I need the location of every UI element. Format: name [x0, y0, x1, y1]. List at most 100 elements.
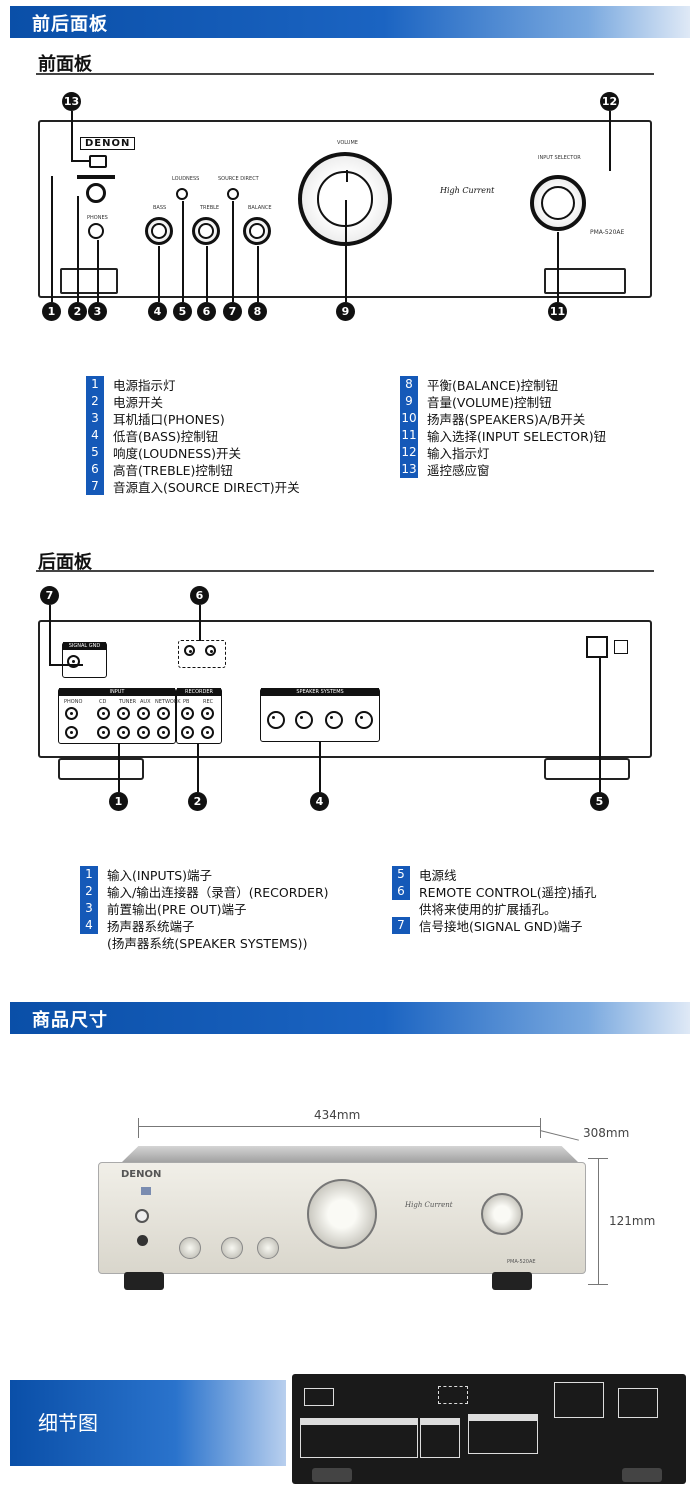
pb-jack-l[interactable] [181, 707, 194, 720]
rear-leader-5 [599, 658, 601, 792]
tuner-jack-r[interactable] [117, 726, 130, 739]
speaker-terminal-3[interactable] [325, 711, 343, 729]
leader-7 [232, 201, 234, 302]
callout-11: 11 [548, 302, 567, 321]
pb-jack-r[interactable] [181, 726, 194, 739]
rear-leader-7b [49, 664, 83, 666]
rear-callout-4: 4 [310, 792, 329, 811]
recorder-label: RECORDER [177, 688, 221, 696]
leader-13b [71, 160, 89, 162]
detail-foot-right [622, 1468, 662, 1482]
leader-2 [77, 196, 79, 302]
power-button[interactable] [86, 183, 106, 203]
signal-gnd-terminal: SIGNAL GND [62, 642, 107, 678]
front-foot-left [60, 268, 118, 294]
width-value: 434mm [314, 1108, 361, 1122]
callout-9: 9 [336, 302, 355, 321]
callout-5: 5 [173, 302, 192, 321]
aux-jack-l[interactable] [137, 707, 150, 720]
speaker-systems-label: SPEAKER SYSTEMS [261, 688, 379, 696]
speaker-terminal-2[interactable] [295, 711, 313, 729]
rear-callout-2: 2 [188, 792, 207, 811]
treble-knob[interactable] [192, 217, 220, 245]
tuner-label: TUNER [119, 699, 137, 705]
amp-top-cover [120, 1146, 580, 1164]
detail-section-banner: 细节图 [10, 1380, 286, 1466]
rear-detail-photo [292, 1374, 686, 1484]
callout-8: 8 [248, 302, 267, 321]
bass-knob[interactable] [145, 217, 173, 245]
amp-photo-model: PMA-520AE [507, 1259, 536, 1265]
speaker-terminal-4[interactable] [355, 711, 373, 729]
depth-value: 308mm [583, 1126, 630, 1140]
remote-in-jack[interactable] [184, 645, 195, 656]
signal-gnd-label: SIGNAL GND [63, 642, 106, 650]
network-jack-l[interactable] [157, 707, 170, 720]
loudness-button[interactable] [176, 188, 188, 200]
cd-jack-l[interactable] [97, 707, 110, 720]
leader-4 [158, 246, 160, 302]
detail-signal-gnd [304, 1388, 334, 1406]
legend-item-continuation: 供将来使用的扩展插孔。 [419, 902, 557, 917]
aux-jack-r[interactable] [137, 726, 150, 739]
detail-foot-left [312, 1468, 352, 1482]
detail-warning-plate [618, 1388, 658, 1418]
panels-section-title: 前后面板 [32, 14, 108, 35]
leader-12 [609, 111, 611, 171]
phono-jack-r[interactable] [65, 726, 78, 739]
power-cord-inlet [586, 636, 608, 658]
speaker-terminal-1[interactable] [267, 711, 285, 729]
dimensions-section-title: 商品尺寸 [32, 1010, 108, 1031]
phono-jack-l[interactable] [65, 707, 78, 720]
source-direct-button[interactable] [227, 188, 239, 200]
cd-jack-r[interactable] [97, 726, 110, 739]
height-value: 121mm [609, 1214, 656, 1228]
input-selector-knob[interactable] [530, 175, 586, 231]
remote-out-jack[interactable] [205, 645, 216, 656]
gnd-screw[interactable] [67, 655, 80, 668]
rear-leader-4 [319, 742, 321, 792]
leader-1 [51, 176, 53, 302]
detail-section-title: 细节图 [38, 1411, 98, 1435]
leader-11 [557, 232, 559, 302]
width-tick-left [138, 1118, 139, 1138]
rear-foot-right [544, 758, 630, 780]
rec-jack-r[interactable] [201, 726, 214, 739]
source-direct-label: SOURCE DIRECT [218, 176, 259, 182]
rec-jack-l[interactable] [201, 707, 214, 720]
amp-photo-sensor [141, 1187, 151, 1195]
rear-leader-7 [49, 605, 51, 665]
leader-9 [345, 200, 347, 302]
front-panel-heading: 前面板 [38, 54, 92, 75]
tuner-jack-l[interactable] [117, 707, 130, 720]
dimensions-section-banner: 商品尺寸 [10, 1002, 690, 1034]
leader-8 [257, 246, 259, 302]
detail-remote [438, 1386, 468, 1404]
callout-12: 12 [600, 92, 619, 111]
input-selector-label: INPUT SELECTOR [538, 155, 581, 161]
width-dimension-line [138, 1126, 540, 1127]
depth-dimension-line [539, 1130, 579, 1141]
height-tick-top [588, 1158, 608, 1159]
leader-3 [97, 240, 99, 302]
leader-6 [206, 246, 208, 302]
phono-label: PHONO [64, 699, 83, 705]
amp-photo-high-current: High Current [405, 1201, 453, 1209]
amp-photo-foot-right [492, 1272, 532, 1290]
recorder-group: RECORDER PB REC [176, 688, 222, 744]
balance-knob[interactable] [243, 217, 271, 245]
treble-label: TREBLE [200, 205, 220, 211]
phones-jack[interactable] [88, 223, 104, 239]
network-jack-r[interactable] [157, 726, 170, 739]
panels-section-banner: 前后面板 [10, 6, 690, 38]
callout-6: 6 [197, 302, 216, 321]
high-current-logo: High Current [440, 186, 495, 195]
amp-photo-input-selector [481, 1193, 523, 1235]
